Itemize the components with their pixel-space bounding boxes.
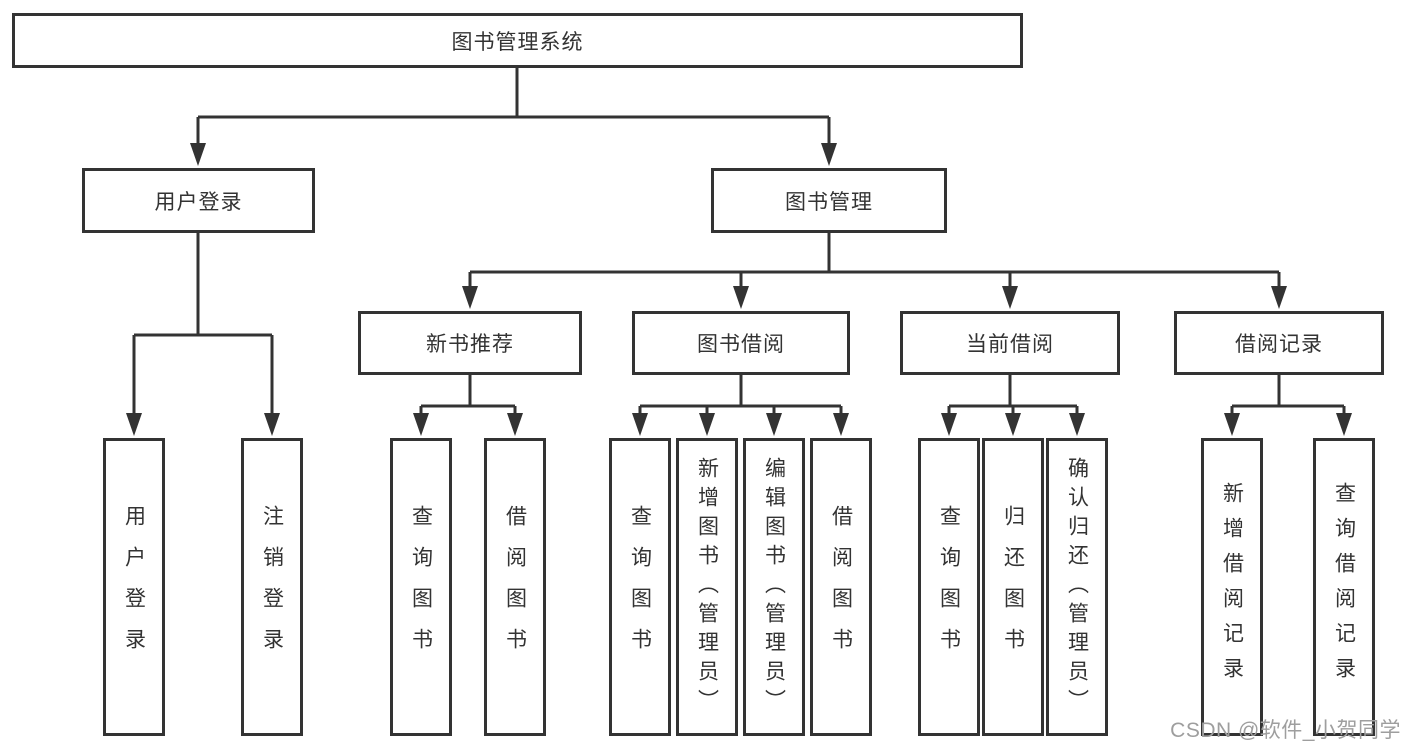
leaf-add-borrow-record-label: 新增借阅记录 — [1220, 482, 1244, 692]
connector-current-to-children — [947, 375, 1079, 414]
leaf-query-borrow-record: 查询借阅记录 — [1313, 438, 1375, 736]
leaf-borrow-books-recommend-label: 借阅图书 — [503, 505, 527, 669]
node-book-management: 图书管理 — [711, 168, 947, 233]
connector-records-to-children — [1230, 375, 1346, 414]
leaf-return-books-label: 归还图书 — [1001, 505, 1025, 669]
leaf-add-books-admin: 新增图书（管理员） — [676, 438, 738, 736]
node-root-label: 图书管理系统 — [451, 30, 584, 54]
node-new-book-recommend: 新书推荐 — [358, 311, 582, 375]
leaf-query-books-current: 查询图书 — [918, 438, 980, 736]
node-user-login-label: 用户登录 — [154, 190, 243, 214]
node-borrow-records: 借阅记录 — [1174, 311, 1384, 375]
leaf-confirm-return-admin: 确认归还（管理员） — [1046, 438, 1108, 736]
leaf-query-books-borrow-label: 查询图书 — [628, 505, 652, 669]
node-book-management-label: 图书管理 — [785, 190, 873, 214]
connector-bookmgmt-to-level3 — [468, 233, 1281, 288]
node-root: 图书管理系统 — [12, 13, 1023, 68]
connector-borrow-to-children — [638, 375, 843, 414]
csdn-watermark: CSDN @软件_小贺同学 — [1170, 719, 1401, 742]
leaf-logout-label: 注销登录 — [260, 505, 284, 669]
leaf-add-books-admin-label: 新增图书（管理员） — [695, 456, 719, 718]
connector-newbook-to-children — [419, 375, 517, 414]
leaf-query-books-borrow: 查询图书 — [609, 438, 671, 736]
leaf-query-borrow-record-label: 查询借阅记录 — [1332, 482, 1356, 692]
node-user-login: 用户登录 — [82, 168, 315, 233]
leaf-borrow-books-label: 借阅图书 — [829, 505, 853, 669]
leaf-query-books-current-label: 查询图书 — [937, 505, 961, 669]
connector-root-to-level2 — [196, 68, 831, 146]
node-borrow-records-label: 借阅记录 — [1235, 333, 1323, 356]
connector-userlogin-to-children — [132, 233, 274, 414]
leaf-query-books-recommend: 查询图书 — [390, 438, 452, 736]
leaf-borrow-books-recommend: 借阅图书 — [484, 438, 546, 736]
node-new-book-recommend-label: 新书推荐 — [426, 333, 514, 356]
leaf-logout: 注销登录 — [241, 438, 303, 736]
node-current-borrow: 当前借阅 — [900, 311, 1120, 375]
node-current-borrow-label: 当前借阅 — [966, 333, 1054, 356]
leaf-query-books-recommend-label: 查询图书 — [409, 505, 433, 669]
leaf-borrow-books: 借阅图书 — [810, 438, 872, 736]
leaf-confirm-return-admin-label: 确认归还（管理员） — [1065, 456, 1089, 718]
leaf-user-login-label: 用户登录 — [122, 505, 146, 669]
node-book-borrow: 图书借阅 — [632, 311, 850, 375]
leaf-add-borrow-record: 新增借阅记录 — [1201, 438, 1263, 736]
leaf-edit-books-admin-label: 编辑图书（管理员） — [762, 456, 786, 718]
node-book-borrow-label: 图书借阅 — [697, 333, 785, 356]
leaf-edit-books-admin: 编辑图书（管理员） — [743, 438, 805, 736]
leaf-user-login: 用户登录 — [103, 438, 165, 736]
leaf-return-books: 归还图书 — [982, 438, 1044, 736]
